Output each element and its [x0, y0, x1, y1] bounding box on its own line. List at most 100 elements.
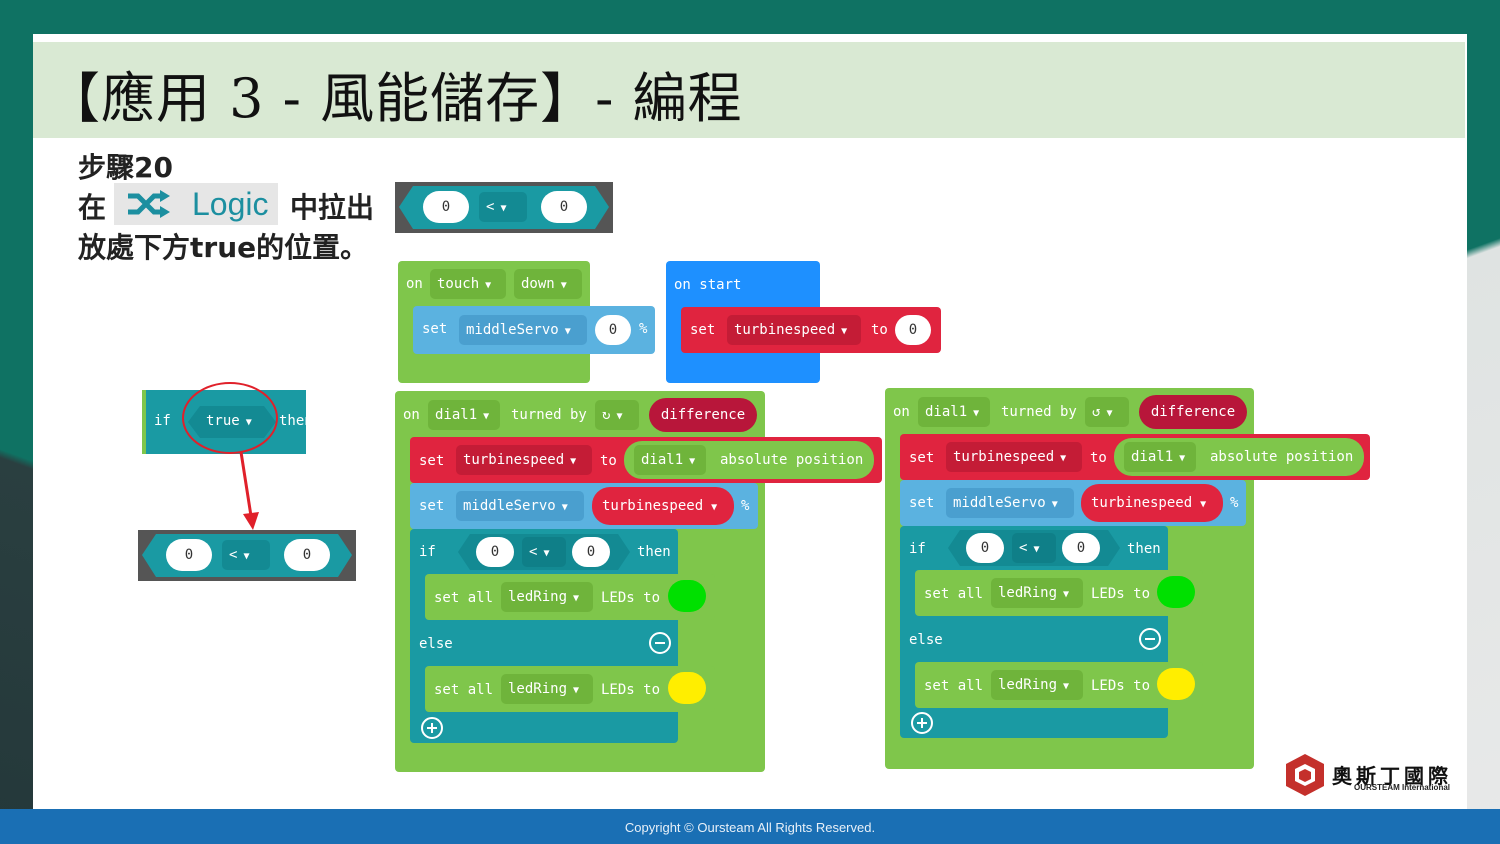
set-speed-dial-block[interactable]: set turbinespeed▼ to dial1▼ absolute pos… [900, 434, 1370, 480]
set-turbinespeed-block[interactable]: set turbinespeed▼ to 0 [681, 307, 941, 353]
else-label: else [909, 632, 943, 648]
ring-dropdown[interactable]: ledRing▼ [501, 674, 593, 704]
led-color-swatch[interactable] [668, 672, 706, 704]
set-servo-block[interactable]: set middleServo▼ 0 % [413, 306, 655, 354]
dial-position-reporter[interactable]: dial1▼ absolute position [624, 441, 874, 479]
compare-operator-dropdown[interactable]: <▼ [222, 540, 270, 570]
compare-right-value[interactable]: 0 [541, 191, 587, 223]
absolute-position-label: absolute position [1210, 449, 1354, 465]
highlight-circle [182, 382, 278, 454]
logic-category-label: Logic [192, 186, 269, 222]
logic-category-chip[interactable]: Logic [114, 183, 278, 225]
variable-dropdown[interactable]: turbinespeed▼ [727, 315, 861, 345]
set-speed-dial-block[interactable]: set turbinespeed▼ to dial1▼ absolute pos… [410, 437, 882, 483]
difference-param[interactable]: difference [649, 398, 757, 432]
speed-var[interactable]: turbinespeed▼ [1091, 495, 1207, 511]
on-start-label: on start [674, 277, 742, 293]
compare-operator-dropdown[interactable]: <▼ [479, 192, 527, 222]
ring-dropdown[interactable]: ledRing▼ [991, 670, 1083, 700]
variable-dropdown[interactable]: turbinespeed▼ [946, 442, 1082, 472]
instruction-suffix: 中拉出 [290, 191, 375, 224]
compare-right-value[interactable]: 0 [572, 537, 610, 567]
compare-block-target[interactable]: 0 <▼ 0 [138, 530, 356, 581]
logo-subtitle: OURSTEAM International [1354, 783, 1451, 792]
if-label: if [909, 541, 926, 557]
set-label: set [909, 495, 935, 511]
minus-icon[interactable] [649, 632, 671, 654]
variable-dropdown[interactable]: turbinespeed▼ [456, 445, 592, 475]
compare-right-value[interactable]: 0 [1062, 533, 1100, 563]
compare-block-example[interactable]: 0 <▼ 0 [395, 182, 613, 233]
plus-icon[interactable] [421, 717, 443, 739]
compare-operator-dropdown[interactable]: <▼ [1012, 533, 1056, 563]
percent-label: % [741, 498, 750, 514]
footer-copyright: Copyright © Oursteam All Rights Reserved… [624, 820, 876, 835]
servo-value[interactable]: 0 [595, 315, 631, 345]
instruction-prefix: 在 [78, 191, 107, 224]
logo-name: 奧斯丁國際 [1332, 764, 1452, 788]
set-label: set [419, 453, 445, 469]
on-label: on [893, 404, 910, 420]
servo-dropdown[interactable]: middleServo▼ [946, 488, 1074, 518]
set-label: set [419, 498, 445, 514]
compare-right-value[interactable]: 0 [284, 539, 330, 571]
direction-dropdown[interactable]: ↺▼ [1085, 397, 1129, 427]
minus-icon[interactable] [1139, 628, 1161, 650]
speed-var[interactable]: turbinespeed▼ [602, 498, 718, 514]
step-label: 步驟20 [78, 151, 173, 184]
ring-dropdown[interactable]: ledRing▼ [501, 582, 593, 612]
dial-position-reporter[interactable]: dial1▼ absolute position [1114, 438, 1364, 476]
difference-param[interactable]: difference [1139, 395, 1247, 429]
touch-state-dropdown[interactable]: down▼ [514, 269, 582, 299]
set-servo-speed-block[interactable]: set middleServo▼ turbinespeed▼ % [900, 480, 1246, 526]
if-label: if [154, 413, 171, 429]
set-all-leds-green-block[interactable]: set all ledRing▼ LEDs to [425, 574, 715, 620]
ring-dropdown[interactable]: ledRing▼ [991, 578, 1083, 608]
direction-dropdown[interactable]: ↻▼ [595, 400, 639, 430]
then-label: then [279, 413, 313, 429]
dial-dropdown[interactable]: dial1▼ [918, 397, 990, 427]
leds-to-label: LEDs to [601, 682, 661, 698]
start-value[interactable]: 0 [895, 315, 931, 345]
set-all-label: set all [434, 590, 494, 606]
compare-left-value[interactable]: 0 [966, 533, 1004, 563]
led-color-swatch[interactable] [1157, 668, 1195, 700]
percent-label: % [1230, 495, 1239, 511]
compare-left-value[interactable]: 0 [476, 537, 514, 567]
on-label: on [403, 407, 420, 423]
to-label: to [600, 453, 617, 469]
compare-left-value[interactable]: 0 [166, 539, 212, 571]
plus-icon[interactable] [911, 712, 933, 734]
set-servo-speed-block[interactable]: set middleServo▼ turbinespeed▼ % [410, 483, 758, 529]
servo-dropdown[interactable]: middleServo▼ [456, 491, 584, 521]
set-all-leds-yellow-block[interactable]: set all ledRing▼ LEDs to [425, 666, 715, 712]
leds-to-label: LEDs to [601, 590, 661, 606]
dial-dropdown[interactable]: dial1▼ [1124, 442, 1196, 472]
touch-event-dropdown[interactable]: touch▼ [430, 269, 506, 299]
led-color-swatch[interactable] [668, 580, 706, 612]
speed-reporter[interactable]: turbinespeed▼ [1081, 484, 1223, 522]
then-label: then [1127, 541, 1161, 557]
turned-by-label: turned by [511, 407, 587, 423]
servo-dropdown[interactable]: middleServo▼ [459, 315, 587, 345]
absolute-position-label: absolute position [720, 452, 864, 468]
compare-operator-dropdown[interactable]: <▼ [522, 537, 566, 567]
then-label: then [637, 544, 671, 560]
led-color-swatch[interactable] [1157, 576, 1195, 608]
if-true-example[interactable]: if true▼ then [142, 382, 313, 454]
percent-label: % [639, 321, 648, 337]
instruction-line3: 放處下方true的位置。 [78, 231, 369, 264]
slide-title: 【應用 3 - 風能儲存】- 編程 [46, 67, 743, 130]
speed-reporter[interactable]: turbinespeed▼ [592, 487, 734, 525]
dial-dropdown[interactable]: dial1▼ [634, 445, 706, 475]
set-all-leds-yellow-block[interactable]: set all ledRing▼ LEDs to [915, 662, 1203, 708]
else-label: else [419, 636, 453, 652]
set-all-leds-green-block[interactable]: set all ledRing▼ LEDs to [915, 570, 1203, 616]
red-arrow-icon [239, 452, 259, 530]
set-label: set [422, 321, 448, 337]
footer-bar [0, 809, 1500, 844]
dial-dropdown[interactable]: dial1▼ [428, 400, 500, 430]
cube-logo-icon [1286, 754, 1324, 796]
compare-left-value[interactable]: 0 [423, 191, 469, 223]
shuffle-icon [128, 190, 170, 218]
